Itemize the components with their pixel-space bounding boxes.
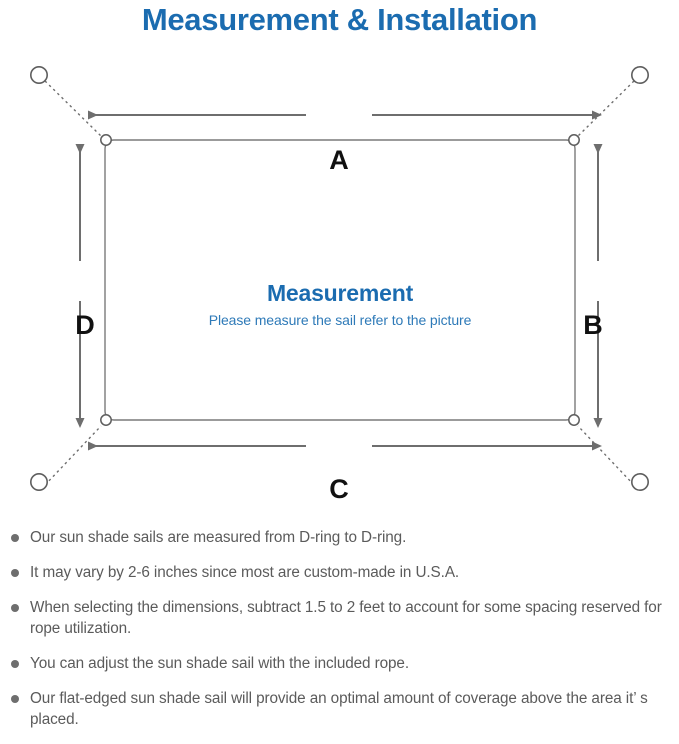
notes-list: Our sun shade sails are measured from D-… <box>0 527 679 744</box>
bullet-icon <box>11 604 19 612</box>
sail-measurement-diagram: Measurement Please measure the sail refe… <box>0 48 679 518</box>
rope-line-bottom-right <box>577 425 635 486</box>
note-text: Our sun shade sails are measured from D-… <box>30 529 407 546</box>
dimension-label-c: C <box>329 474 349 504</box>
bullet-icon <box>11 534 19 542</box>
list-item: You can adjust the sun shade sail with t… <box>0 653 679 674</box>
list-item: It may vary by 2-6 inches since most are… <box>0 562 679 583</box>
note-text: You can adjust the sun shade sail with t… <box>30 655 409 672</box>
note-text: When selecting the dimensions, subtract … <box>30 599 662 637</box>
list-item: Our sun shade sails are measured from D-… <box>0 527 679 548</box>
anchor-bottom-left-icon <box>29 472 48 491</box>
bullet-icon <box>11 660 19 668</box>
list-item: When selecting the dimensions, subtract … <box>0 597 679 639</box>
dimension-arrows <box>75 110 603 451</box>
note-text: Our flat-edged sun shade sail will provi… <box>30 690 648 728</box>
anchor-points <box>29 65 649 491</box>
anchor-top-left-icon <box>29 65 48 84</box>
d-ring-bottom-right-icon <box>568 414 580 426</box>
sail-rectangle <box>104 139 576 421</box>
anchor-top-right-icon <box>630 65 649 84</box>
bullet-icon <box>11 695 19 703</box>
bullet-icon <box>11 569 19 577</box>
d-ring-top-left-icon <box>100 134 112 146</box>
page-title: Measurement & Installation <box>141 2 538 37</box>
d-ring-bottom-left-icon <box>100 414 112 426</box>
anchor-bottom-right-icon <box>630 472 649 491</box>
dimension-label-d: D <box>75 310 95 340</box>
list-item: Our flat-edged sun shade sail will provi… <box>0 688 679 730</box>
diagram-canvas <box>29 65 649 491</box>
rope-line-top-right <box>577 80 635 137</box>
rope-line-bottom-left <box>44 425 102 486</box>
d-ring-top-right-icon <box>568 134 580 146</box>
dimension-label-a: A <box>329 145 349 175</box>
rope-line-top-left <box>44 80 102 137</box>
note-text: It may vary by 2-6 inches since most are… <box>30 564 460 581</box>
d-rings <box>100 134 580 426</box>
dimension-label-b: B <box>583 310 603 340</box>
rope-lines <box>44 80 635 486</box>
